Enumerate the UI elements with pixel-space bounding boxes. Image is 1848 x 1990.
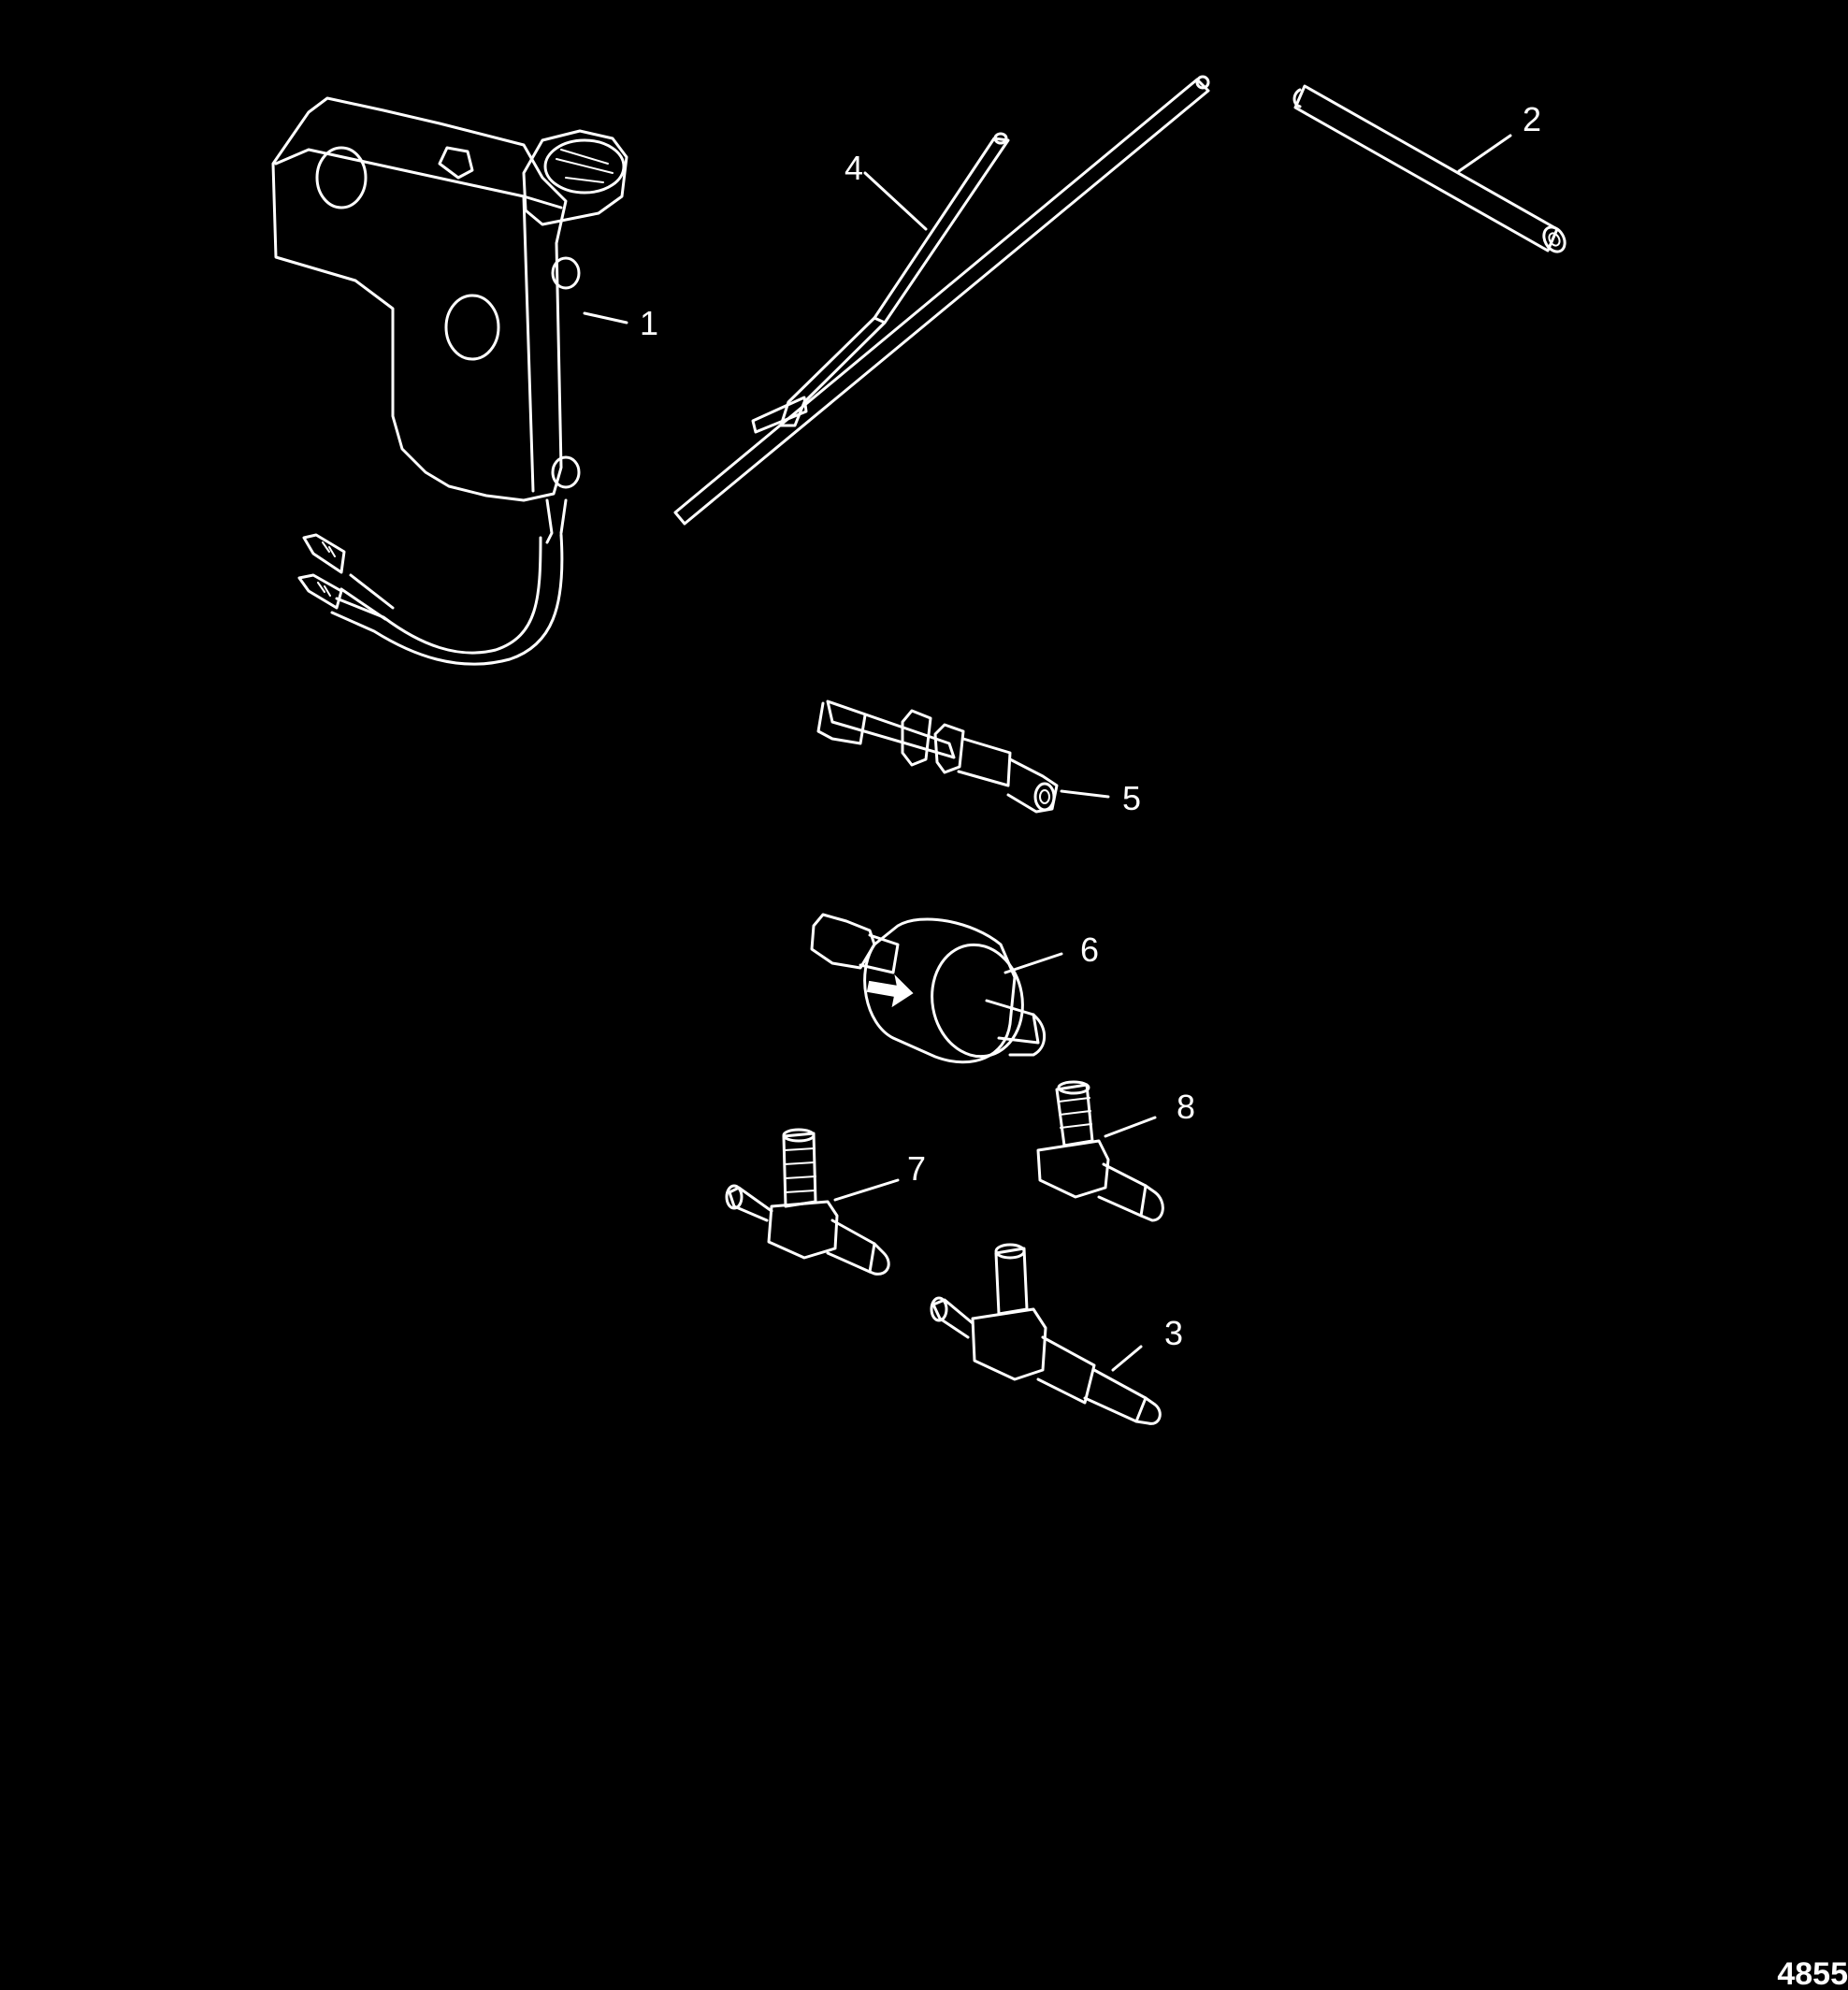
part-tee-fitting — [725, 1128, 890, 1276]
leader-2 — [1457, 134, 1512, 173]
callout-6: 6 — [1080, 930, 1099, 969]
figure-id: 4855 — [1777, 1956, 1848, 1990]
part-tee-fitting-long — [930, 1243, 1162, 1425]
leader-8 — [1104, 1116, 1157, 1138]
part-short-tube — [1292, 84, 1566, 253]
part-straight-connector — [816, 699, 1059, 814]
callout-1: 1 — [640, 304, 658, 342]
callout-2: 2 — [1523, 100, 1541, 138]
callout-4: 4 — [845, 149, 863, 187]
leader-1 — [583, 311, 628, 324]
leader-6 — [1003, 952, 1063, 974]
callout-5: 5 — [1122, 779, 1141, 817]
callout-7: 7 — [907, 1149, 926, 1188]
part-reservoir — [271, 96, 628, 666]
part-elbow-fitting — [1036, 1080, 1164, 1222]
leader-5 — [1060, 789, 1110, 799]
callout-3: 3 — [1164, 1314, 1183, 1352]
part-tubing — [673, 75, 1210, 526]
leader-3 — [1111, 1345, 1143, 1372]
callout-8: 8 — [1177, 1088, 1195, 1126]
leader-7 — [833, 1178, 900, 1202]
leader-4 — [863, 171, 928, 231]
leader-lines — [583, 134, 1512, 1372]
part-check-valve — [810, 913, 1047, 1064]
